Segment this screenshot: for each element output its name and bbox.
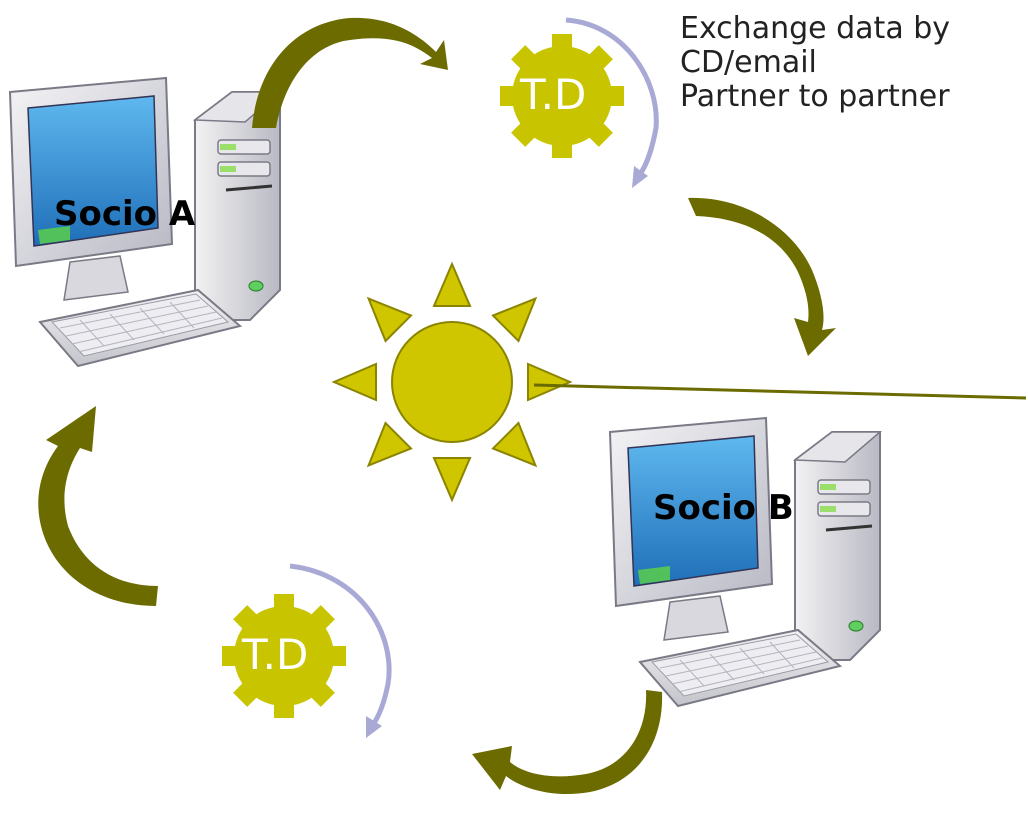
arrow-left-to-partner-a [38,406,158,606]
caption-line-2: CD/email [680,45,817,80]
callout-line [533,383,1027,400]
sun-icon [331,261,573,503]
computer-partner-b [608,416,882,708]
arrow-bottom-to-gear [472,690,663,795]
refresh-arrow-bottom [289,563,392,738]
gear-bottom-label: T.D [242,630,309,679]
exchange-caption: Exchange data by CD/email Partner to par… [680,12,950,114]
partner-a-label: Socio A [54,194,196,234]
caption-line-1: Exchange data by [680,11,951,46]
arrow-right-to-partner-b [688,197,836,356]
arrow-top-left-to-gear [252,17,448,128]
gear-top-label: T.D [520,70,587,119]
refresh-arrow-top [565,17,659,188]
partner-b-label: Socio B [653,488,794,528]
caption-line-3: Partner to partner [680,79,950,114]
